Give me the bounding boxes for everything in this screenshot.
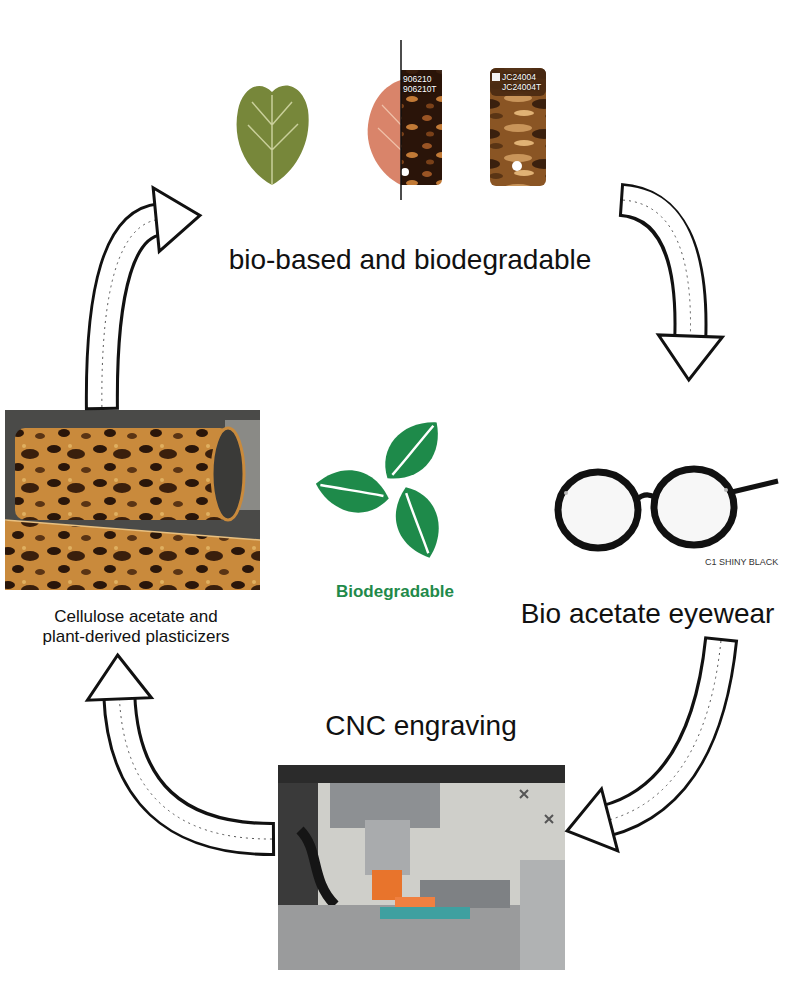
sample-code: JC24004 (502, 73, 536, 82)
arrow-shaft (102, 219, 160, 410)
arrow-shaft (102, 219, 160, 407)
eyeglasses (724, 488, 728, 492)
biodegradable-logo (380, 485, 455, 559)
stage-label: Biodegradable (336, 582, 454, 602)
biodegradable-logo (380, 485, 455, 559)
arrow-hatch (119, 695, 272, 839)
acetate-sample (401, 70, 442, 185)
cycle-arrow (620, 200, 722, 380)
acetate-sample (490, 68, 546, 96)
acetate-roll-photo (5, 410, 260, 590)
biodegradable-logo (315, 422, 455, 558)
acetate-roll-photo (5, 520, 260, 540)
acetate-sample (512, 161, 522, 171)
eyeglasses (636, 495, 656, 500)
acetate-sample (490, 68, 546, 186)
arrow-shaft (620, 200, 691, 340)
sample-code: 906210T (403, 85, 437, 94)
acetate-roll-photo (5, 520, 260, 590)
stage-node: CNC engraving (275, 705, 567, 973)
arrow-hatch (606, 641, 721, 821)
cnc-machine-photo (380, 907, 470, 919)
stage-label: Bio acetate eyewear (521, 597, 775, 630)
divider-line (400, 40, 402, 200)
biodegradable-logo (385, 422, 438, 478)
eyeglasses (558, 472, 638, 548)
eyeglasses (558, 469, 778, 548)
stage-label: Cellulose acetate and plant-derived plas… (36, 607, 236, 647)
cnc-machine-photo (300, 830, 335, 905)
arrow-shaft (606, 638, 722, 821)
cycle-arrow (567, 638, 721, 851)
acetate-roll-photo (15, 428, 230, 520)
biodegradable-logo (385, 422, 438, 478)
stage-label: bio-based and biodegradable (229, 243, 592, 276)
red-leaf (368, 80, 401, 185)
acetate-sample (401, 70, 442, 185)
arrow-shaft (119, 695, 272, 839)
eyeglasses (654, 469, 734, 545)
arrow-head (153, 188, 200, 252)
arrow-head (567, 789, 618, 851)
biodegradable-logo (315, 455, 390, 529)
cycle-arrow (102, 188, 200, 410)
biodegradable-logo (392, 426, 433, 475)
red-leaf (378, 105, 401, 150)
cnc-machine-photo (520, 860, 565, 970)
cnc-machine-photo (365, 820, 410, 875)
arrow-shaft (119, 695, 275, 839)
green-leaf (248, 95, 298, 185)
biodegradable-logo (320, 460, 383, 520)
arrow-shaft (606, 641, 721, 821)
cnc-machine-photo (278, 765, 565, 783)
stage-node: Bio acetate eyewear (500, 380, 795, 638)
arrow-head (87, 655, 151, 700)
cnc-machine-photo (278, 765, 565, 970)
acetate-sample (490, 68, 546, 186)
eyeglasses (732, 481, 778, 492)
cycle-arrow (87, 655, 275, 839)
stage-node: Cellulose acetate and plant-derived plas… (5, 410, 267, 655)
stage-node: Biodegradable (305, 400, 485, 612)
eyeglasses (654, 469, 734, 545)
green-leaf (237, 86, 309, 185)
eyeglasses (558, 472, 638, 548)
cnc-machine-photo (372, 870, 402, 900)
stage-label: CNC engraving (325, 709, 516, 742)
red-leaf (368, 80, 401, 185)
arrow-hatch (623, 200, 691, 340)
acetate-roll-photo (212, 428, 244, 520)
eyeglasses (564, 491, 568, 495)
biodegradable-logo (386, 493, 449, 553)
arrow-head (658, 335, 722, 380)
sample-code: C1 SHINY BLACK (705, 558, 778, 568)
sample-code: 906210 (403, 75, 431, 84)
arrow-shaft (623, 200, 691, 340)
cnc-machine-photo (520, 790, 553, 823)
acetate-sample (401, 168, 409, 176)
acetate-sample (492, 73, 500, 81)
biodegradable-logo (315, 455, 390, 529)
sample-code: JC24004T (502, 83, 541, 92)
cnc-machine-photo (395, 897, 435, 907)
arrow-hatch (102, 219, 160, 407)
acetate-roll-photo (5, 410, 260, 590)
green-leaf (237, 86, 309, 185)
acetate-sample (401, 70, 442, 96)
cnc-machine-photo (278, 765, 565, 970)
